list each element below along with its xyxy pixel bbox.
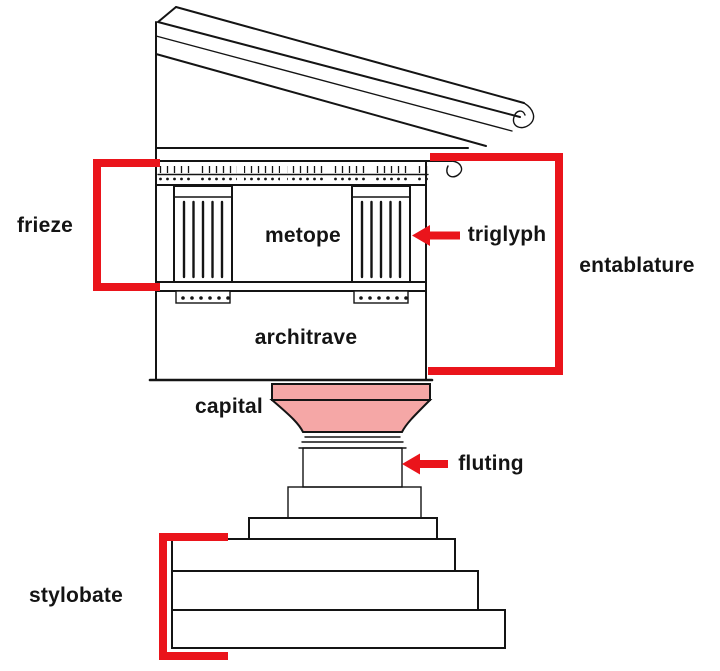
triglyph-arrow (412, 225, 460, 246)
label-frieze: frieze (16, 214, 74, 237)
horizontal-cornice (155, 147, 469, 162)
fluting-arrow (402, 453, 448, 475)
column-drum (287, 486, 422, 519)
stylobate-bracket (159, 533, 228, 660)
mutule-strip (155, 163, 429, 186)
column-shaft (302, 447, 403, 488)
raking-cornice (155, 6, 535, 178)
taenia (155, 281, 427, 292)
label-entablature: entablature (579, 254, 695, 277)
label-triglyph: triglyph (467, 223, 547, 246)
regula-guttae-left (175, 290, 231, 304)
entablature-edges (155, 21, 427, 381)
label-stylobate: stylobate (29, 584, 123, 607)
entablature-bracket (428, 153, 563, 375)
echinus (269, 399, 433, 433)
triglyph-right (351, 185, 411, 283)
triglyph-left (173, 185, 233, 283)
label-metope: metope (265, 224, 341, 247)
annulets (298, 436, 407, 449)
label-fluting: fluting (458, 452, 524, 475)
label-capital: capital (195, 395, 263, 418)
stylobate-steps (171, 517, 506, 649)
frieze-band (155, 185, 427, 304)
label-architrave: architrave (254, 326, 358, 349)
capital-drawing (269, 383, 433, 449)
abacus (271, 383, 431, 401)
regula-guttae-right (353, 290, 409, 304)
frieze-bracket (93, 159, 160, 291)
